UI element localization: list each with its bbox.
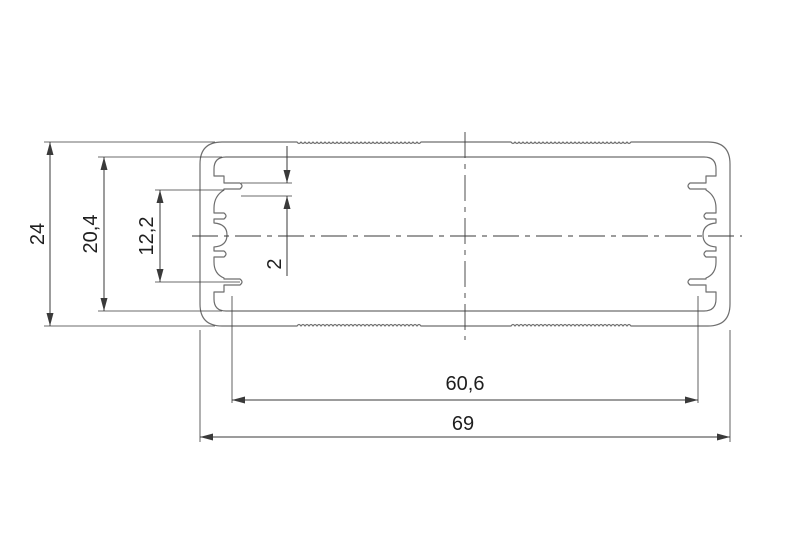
dimension-slot-width: 2	[264, 146, 291, 276]
overall-width-label: 69	[452, 413, 474, 435]
outer-wall	[199, 141, 731, 327]
dimension-slot-span: 12,2	[136, 190, 164, 282]
dimension-overall-height: 24	[27, 142, 54, 326]
overall-height-label: 24	[27, 223, 49, 245]
inner-height-label: 20,4	[80, 215, 102, 254]
slot-width-label: 2	[264, 258, 286, 269]
inner-wall	[213, 156, 717, 312]
inner-width-label: 60,6	[446, 373, 485, 395]
slot-span-label: 12,2	[136, 217, 158, 256]
profile-outline	[199, 141, 731, 327]
extension-lines	[44, 141, 731, 442]
dimension-inner-height: 20,4	[80, 157, 108, 311]
dimension-inner-width: 60,6	[232, 373, 698, 404]
dimension-overall-width: 69	[200, 413, 730, 441]
